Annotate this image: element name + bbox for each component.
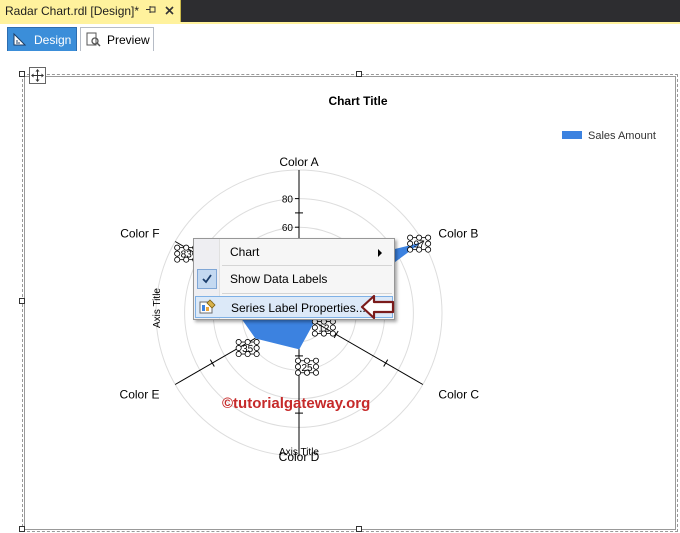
- data-label-handle: [183, 244, 190, 251]
- data-label-handle: [294, 357, 301, 364]
- category-labels: Color A Color B Color C Color D Color E Color…: [120, 155, 480, 464]
- pin-icon[interactable]: [145, 5, 157, 17]
- data-label-handle: [294, 363, 301, 370]
- menu-item-chart-label: Chart: [230, 245, 260, 259]
- tab-preview-label: Preview: [107, 32, 150, 47]
- radar-tick-mark: [333, 330, 339, 339]
- legend-swatch-sales-amount: [562, 131, 582, 139]
- data-label-group[interactable]: 35: [235, 339, 260, 358]
- data-label-handle: [416, 234, 423, 241]
- context-menu: Chart Show Data Labels Series Label Prop…: [193, 238, 395, 320]
- tick-label: 80: [282, 195, 294, 206]
- resize-handle-top[interactable]: [356, 71, 362, 77]
- radar-tick-mark: [209, 359, 215, 367]
- resize-handle-bottom[interactable]: [356, 526, 362, 532]
- data-label-handle: [329, 330, 336, 337]
- callout-arrow-icon: [360, 294, 395, 320]
- data-label-handle: [320, 330, 327, 337]
- category-label: Color A: [279, 155, 318, 169]
- tick-label: 60: [282, 223, 294, 234]
- data-label-handle: [174, 256, 181, 263]
- menu-item-series-label-properties-label: Series Label Properties...: [231, 301, 366, 315]
- category-label: Color C: [438, 388, 479, 402]
- data-label-handle: [235, 339, 242, 346]
- data-label-handle: [311, 330, 318, 337]
- close-icon[interactable]: [163, 4, 176, 17]
- resize-handle-left[interactable]: [19, 298, 25, 304]
- axis-title-vertical[interactable]: Axis Title: [152, 288, 163, 328]
- tab-design[interactable]: Design: [7, 27, 77, 51]
- data-label-handle: [174, 244, 181, 251]
- menu-separator: [222, 293, 392, 294]
- legend-label-sales-amount: Sales Amount: [588, 130, 656, 142]
- data-label-handle: [407, 240, 414, 247]
- data-label-handle: [416, 246, 423, 253]
- axis-title-horizontal[interactable]: Axis Title: [279, 447, 319, 458]
- category-label: Color B: [438, 227, 478, 241]
- data-label-group[interactable]: 97: [407, 234, 432, 253]
- properties-icon: [199, 299, 216, 314]
- data-label-handle: [174, 250, 181, 257]
- data-label-handle: [253, 339, 260, 346]
- data-label: 25: [301, 363, 313, 374]
- resize-handle-top-left[interactable]: [19, 71, 25, 77]
- data-label-handle: [312, 369, 319, 376]
- data-label-handle: [407, 246, 414, 253]
- tab-preview[interactable]: Preview: [80, 27, 154, 51]
- data-label: 97: [414, 240, 426, 251]
- data-label-handle: [294, 369, 301, 376]
- data-label-handle: [311, 324, 318, 331]
- design-icon: [13, 32, 27, 46]
- data-label-handle: [235, 351, 242, 358]
- menu-item-show-data-labels-label: Show Data Labels: [230, 272, 328, 286]
- data-label-handle: [244, 339, 251, 346]
- menu-item-series-label-properties[interactable]: Series Label Properties...: [195, 296, 393, 318]
- data-label-handle: [253, 345, 260, 352]
- data-label-group[interactable]: 25: [294, 357, 319, 376]
- resize-handle-bottom-left[interactable]: [19, 526, 25, 532]
- checkmark-icon: [197, 269, 217, 289]
- document-tab-title: Radar Chart.rdl [Design]*: [5, 4, 140, 18]
- watermark: ©tutorialgateway.org: [222, 395, 371, 412]
- document-tab[interactable]: Radar Chart.rdl [Design]*: [0, 0, 181, 24]
- legend[interactable]: Sales Amount: [562, 130, 656, 142]
- menu-item-chart[interactable]: Chart: [195, 241, 393, 263]
- data-label-handle: [183, 256, 190, 263]
- data-label: 35: [242, 344, 254, 355]
- submenu-arrow-icon: [378, 249, 382, 257]
- document-tab-strip: Radar Chart.rdl [Design]*: [0, 0, 680, 24]
- data-label-handle: [329, 324, 336, 331]
- radar-tick-mark: [383, 359, 389, 367]
- data-label-handle: [425, 246, 432, 253]
- document-tab-underline: [0, 22, 680, 24]
- category-label: Color F: [120, 227, 159, 241]
- data-label-handle: [303, 357, 310, 364]
- move-handle-icon[interactable]: [29, 67, 46, 84]
- data-label: 83: [181, 250, 193, 261]
- radar-spoke: [298, 312, 424, 385]
- category-label: Color E: [120, 388, 160, 402]
- chart-title[interactable]: Chart Title: [328, 94, 387, 108]
- data-label-handle: [235, 345, 242, 352]
- data-label-handle: [244, 351, 251, 358]
- tick-labels: 80 60: [282, 195, 299, 234]
- menu-separator: [222, 265, 392, 266]
- data-label-handle: [312, 363, 319, 370]
- data-label-handle: [312, 357, 319, 364]
- category-label: Color D: [279, 450, 320, 464]
- data-label: 12: [318, 324, 330, 335]
- data-label-handle: [407, 234, 414, 241]
- preview-icon: [86, 32, 101, 47]
- tab-design-label: Design: [34, 32, 72, 47]
- menu-item-show-data-labels[interactable]: Show Data Labels: [195, 268, 393, 290]
- data-label-handle: [425, 240, 432, 247]
- data-label-handle: [253, 351, 260, 358]
- data-label-handle: [303, 369, 310, 376]
- data-label-group[interactable]: 12: [311, 318, 336, 337]
- data-label-handle: [425, 234, 432, 241]
